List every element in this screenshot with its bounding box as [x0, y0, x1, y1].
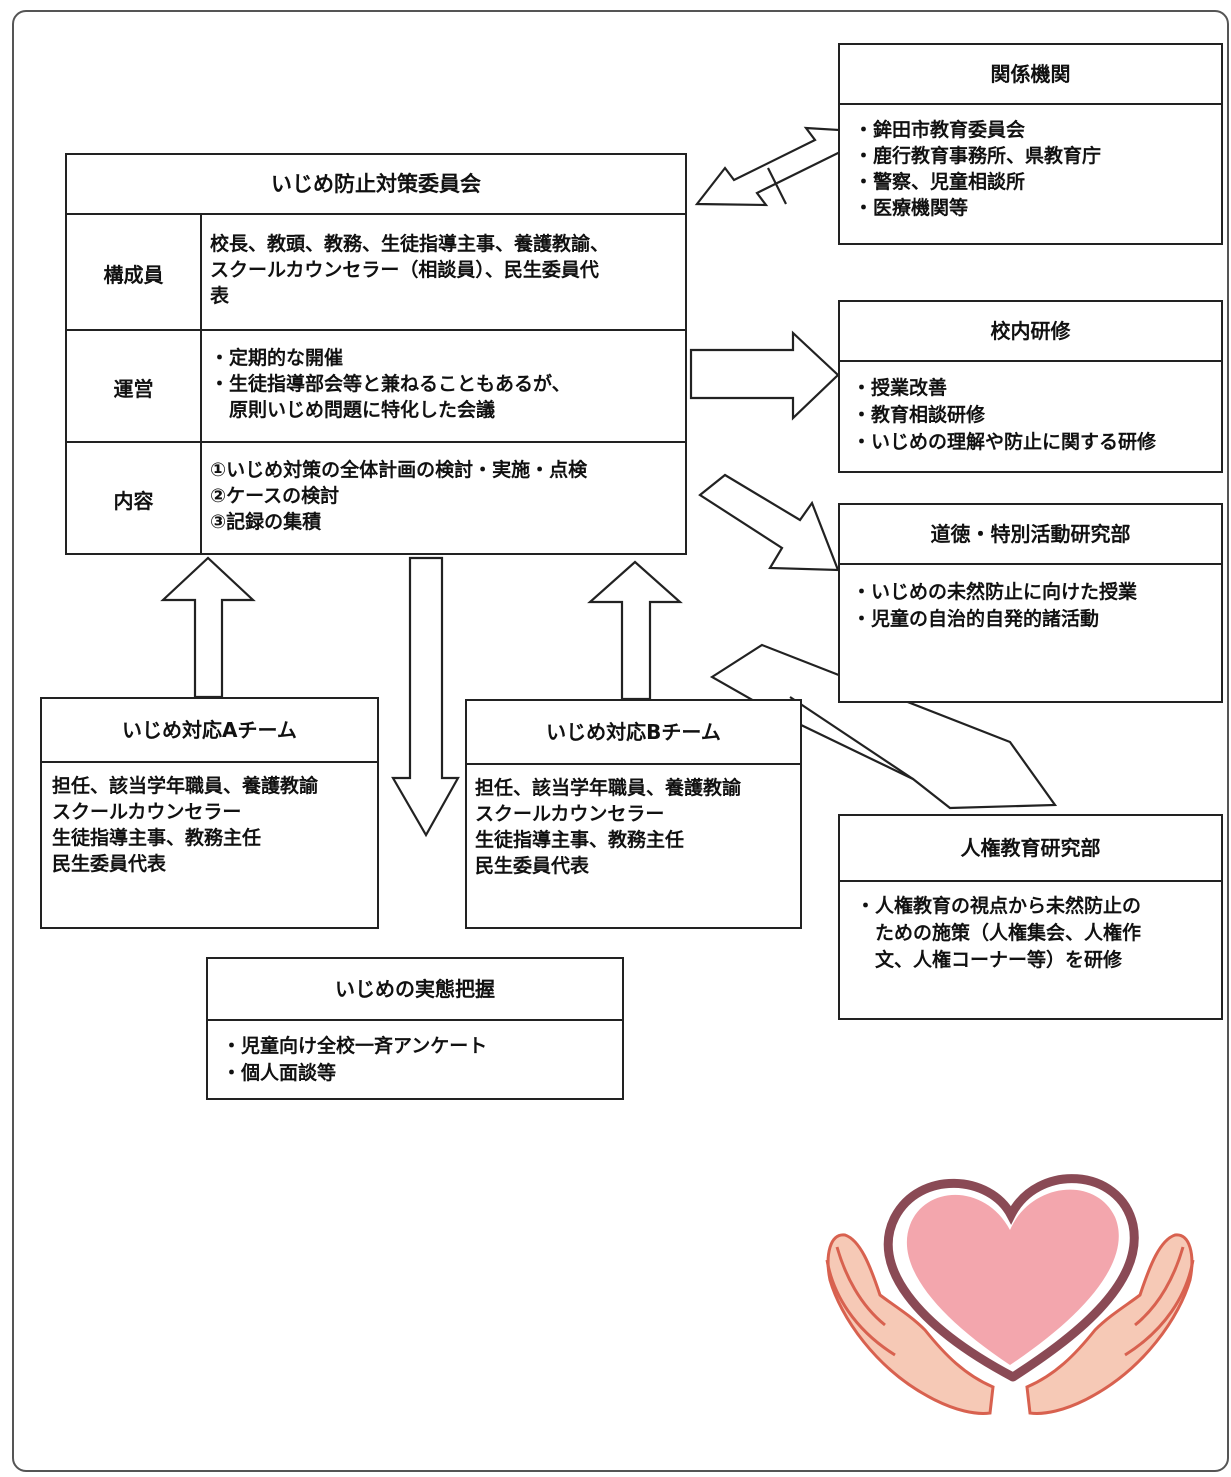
team-b-member: スクールカウンセラー — [475, 803, 665, 825]
committee-row-text: 表 — [210, 285, 230, 307]
team-a-member: 民生委員代表 — [52, 853, 167, 875]
arrow-up-team-b — [587, 560, 683, 701]
human-rights-item: 文、人権コーナー等）を研修 — [856, 949, 1123, 971]
committee-row-text: 校長、教頭、教務、生徒指導主事、養護教諭、 — [210, 233, 610, 255]
committee-row-text: ・定期的な開催 — [210, 347, 344, 369]
page-frame — [12, 10, 1229, 1472]
training-item: ・いじめの理解や防止に関する研修 — [852, 431, 1157, 453]
team-a-title: いじめ対応Aチーム — [42, 699, 377, 763]
arrow-to-training — [689, 330, 840, 421]
committee-row-operation: 運営 ・定期的な開催 ・生徒指導部会等と兼ねることもあるが、 原則いじめ問題に特… — [67, 329, 685, 443]
related-orgs-item: ・警察、児童相談所 — [854, 171, 1026, 193]
related-orgs-title: 関係機関 — [840, 45, 1221, 105]
committee-row-label: 内容 — [67, 443, 202, 555]
moral-dept-item: ・いじめの未然防止に向けた授業 — [852, 581, 1138, 603]
human-rights-item: ための施策（人権集会、人権作 — [856, 922, 1142, 944]
human-rights-title: 人権教育研究部 — [840, 816, 1221, 882]
committee-row-text: スクールカウンセラー（相談員）、民生委員代 — [210, 259, 599, 281]
heart-shape — [906, 1189, 1119, 1365]
related-orgs-box: 関係機関 ・鉾田市教育委員会 ・鹿行教育事務所、県教育庁 ・警察、児童相談所 ・… — [838, 43, 1223, 245]
human-rights-item: ・人権教育の視点から未然防止の — [856, 895, 1142, 917]
moral-dept-title: 道徳・特別活動研究部 — [840, 505, 1221, 565]
committee-row-text: ③記録の集積 — [210, 511, 322, 533]
left-hand — [826, 1233, 995, 1415]
committee-row-text: ①いじめ対策の全体計画の検討・実施・点検 — [210, 459, 588, 481]
team-a-member: 担任、該当学年職員、養護教諭 — [52, 775, 319, 797]
arrow-up-team-a — [160, 556, 256, 699]
committee-row-text: 原則いじめ問題に特化した会議 — [210, 399, 496, 421]
heart-in-hands-icon — [825, 1174, 1195, 1415]
related-orgs-item: ・鹿行教育事務所、県教育庁 — [854, 145, 1102, 167]
arrow-down-survey — [391, 556, 460, 838]
team-a-member: スクールカウンセラー — [52, 801, 242, 823]
committee-title: いじめ防止対策委員会 — [67, 155, 685, 215]
committee-row-members: 構成員 校長、教頭、教務、生徒指導主事、養護教諭、 スクールカウンセラー（相談員… — [67, 213, 685, 331]
moral-dept-item: ・児童の自治的自発的諸活動 — [852, 608, 1100, 630]
moral-dept-box: 道徳・特別活動研究部 ・いじめの未然防止に向けた授業 ・児童の自治的自発的諸活動 — [838, 503, 1223, 703]
survey-title: いじめの実態把握 — [208, 959, 622, 1021]
survey-box: いじめの実態把握 ・児童向け全校一斉アンケート ・個人面談等 — [206, 957, 624, 1100]
team-b-box: いじめ対応Bチーム 担任、該当学年職員、養護教諭 スクールカウンセラー 生徒指導… — [465, 699, 802, 929]
committee-row-text: ②ケースの検討 — [210, 485, 340, 507]
committee-row-label: 構成員 — [67, 215, 202, 331]
committee-row-label: 運営 — [67, 331, 202, 443]
heart-outline — [883, 1174, 1139, 1382]
team-b-title: いじめ対応Bチーム — [467, 701, 800, 765]
human-rights-box: 人権教育研究部 ・人権教育の視点から未然防止の ための施策（人権集会、人権作 文… — [838, 814, 1223, 1020]
team-a-member: 生徒指導主事、教務主任 — [52, 827, 262, 849]
survey-item: ・個人面談等 — [222, 1062, 337, 1084]
committee-row-text: ・生徒指導部会等と兼ねることもあるが、 — [210, 373, 571, 395]
right-hand — [1025, 1233, 1194, 1415]
team-b-member: 生徒指導主事、教務主任 — [475, 829, 685, 851]
team-b-member: 担任、該当学年職員、養護教諭 — [475, 777, 742, 799]
training-box: 校内研修 ・授業改善 ・教育相談研修 ・いじめの理解や防止に関する研修 — [838, 300, 1223, 473]
related-orgs-item: ・医療機関等 — [854, 197, 969, 219]
training-item: ・教育相談研修 — [852, 404, 986, 426]
team-b-member: 民生委員代表 — [475, 855, 590, 877]
survey-item: ・児童向け全校一斉アンケート — [222, 1035, 488, 1057]
training-item: ・授業改善 — [852, 377, 948, 399]
related-orgs-item: ・鉾田市教育委員会 — [854, 119, 1026, 141]
committee-row-content: 内容 ①いじめ対策の全体計画の検討・実施・点検 ②ケースの検討 ③記録の集積 — [67, 441, 685, 555]
team-a-box: いじめ対応Aチーム 担任、該当学年職員、養護教諭 スクールカウンセラー 生徒指導… — [40, 697, 379, 929]
double-arrow-related — [694, 126, 849, 207]
training-title: 校内研修 — [840, 302, 1221, 362]
committee-box: いじめ防止対策委員会 構成員 校長、教頭、教務、生徒指導主事、養護教諭、 スクー… — [65, 153, 687, 555]
arrow-to-moral — [698, 473, 840, 572]
